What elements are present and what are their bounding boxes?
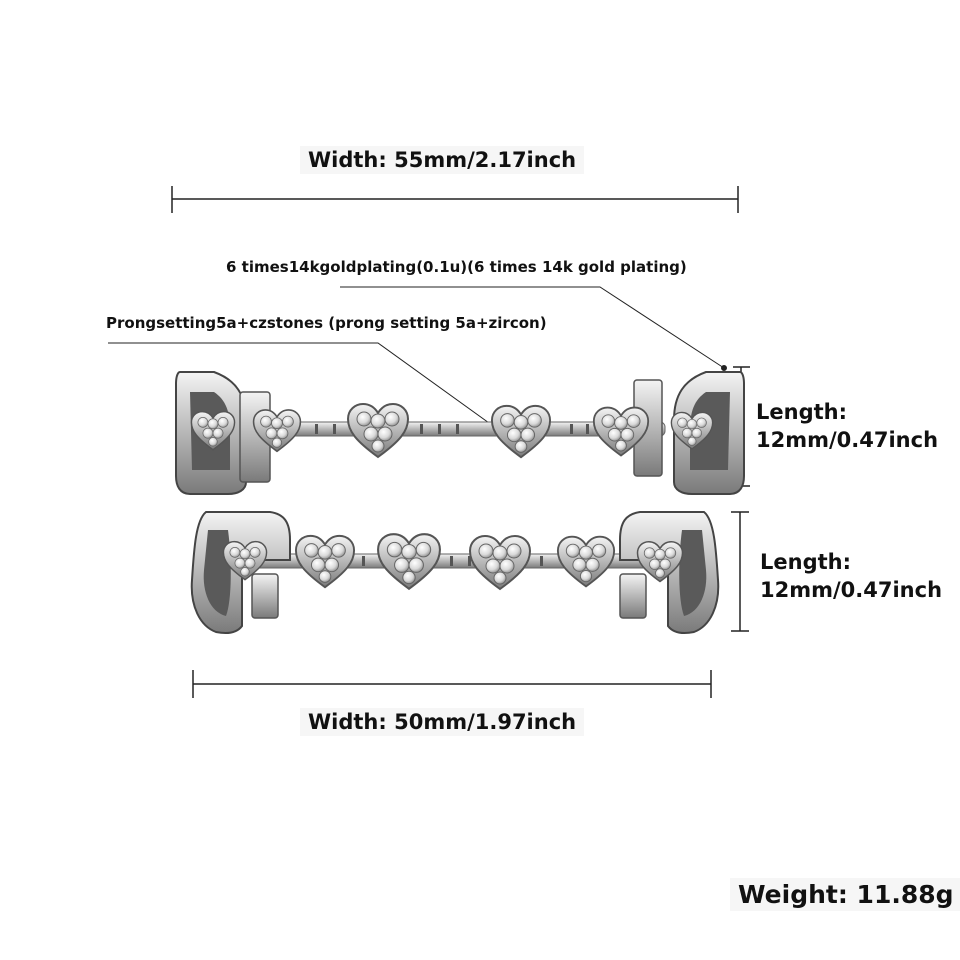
weight-label: Weight: 11.88g — [730, 878, 960, 911]
top-width-dimension-line — [171, 186, 739, 213]
bottom-grillz-piece — [190, 511, 720, 635]
prong-setting-label: Prongsetting5a+czstones (prong setting 5… — [106, 314, 547, 332]
plating-leader-line — [340, 286, 727, 371]
top-width-label: Width: 55mm/2.17inch — [300, 146, 585, 174]
bottom-width-label: Width: 50mm/1.97inch — [300, 708, 585, 736]
plating-label: 6 times14kgoldplating(0.1u)(6 times 14k … — [226, 258, 687, 276]
top-length-value: 12mm/0.47inch — [756, 428, 939, 452]
bottom-length-label: Length: — [760, 550, 851, 574]
top-grillz-piece — [175, 371, 745, 495]
bottom-length-dimension-line — [731, 511, 749, 632]
bottom-width-dimension-line — [192, 670, 712, 698]
prong-leader-line — [108, 342, 497, 429]
top-length-label: Length: — [756, 400, 847, 424]
bottom-length-value: 12mm/0.47inch — [760, 578, 943, 602]
